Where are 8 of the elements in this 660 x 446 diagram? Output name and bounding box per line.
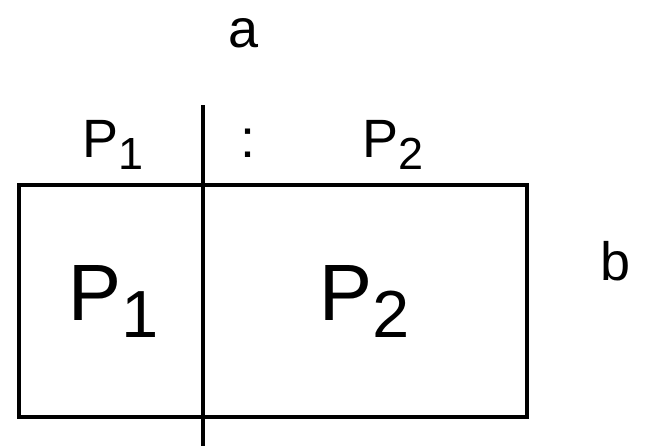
side-label: a	[228, 2, 258, 56]
ratio-term: P$_{1}$	[82, 112, 144, 176]
region-box	[203, 183, 529, 419]
ratio-term: P$_{2}$	[362, 112, 424, 176]
side-label: b	[600, 235, 630, 289]
ratio-colon: :	[240, 112, 256, 166]
region-label: P$_{2}$	[318, 253, 410, 349]
region-label: P$_{1}$	[68, 253, 158, 349]
